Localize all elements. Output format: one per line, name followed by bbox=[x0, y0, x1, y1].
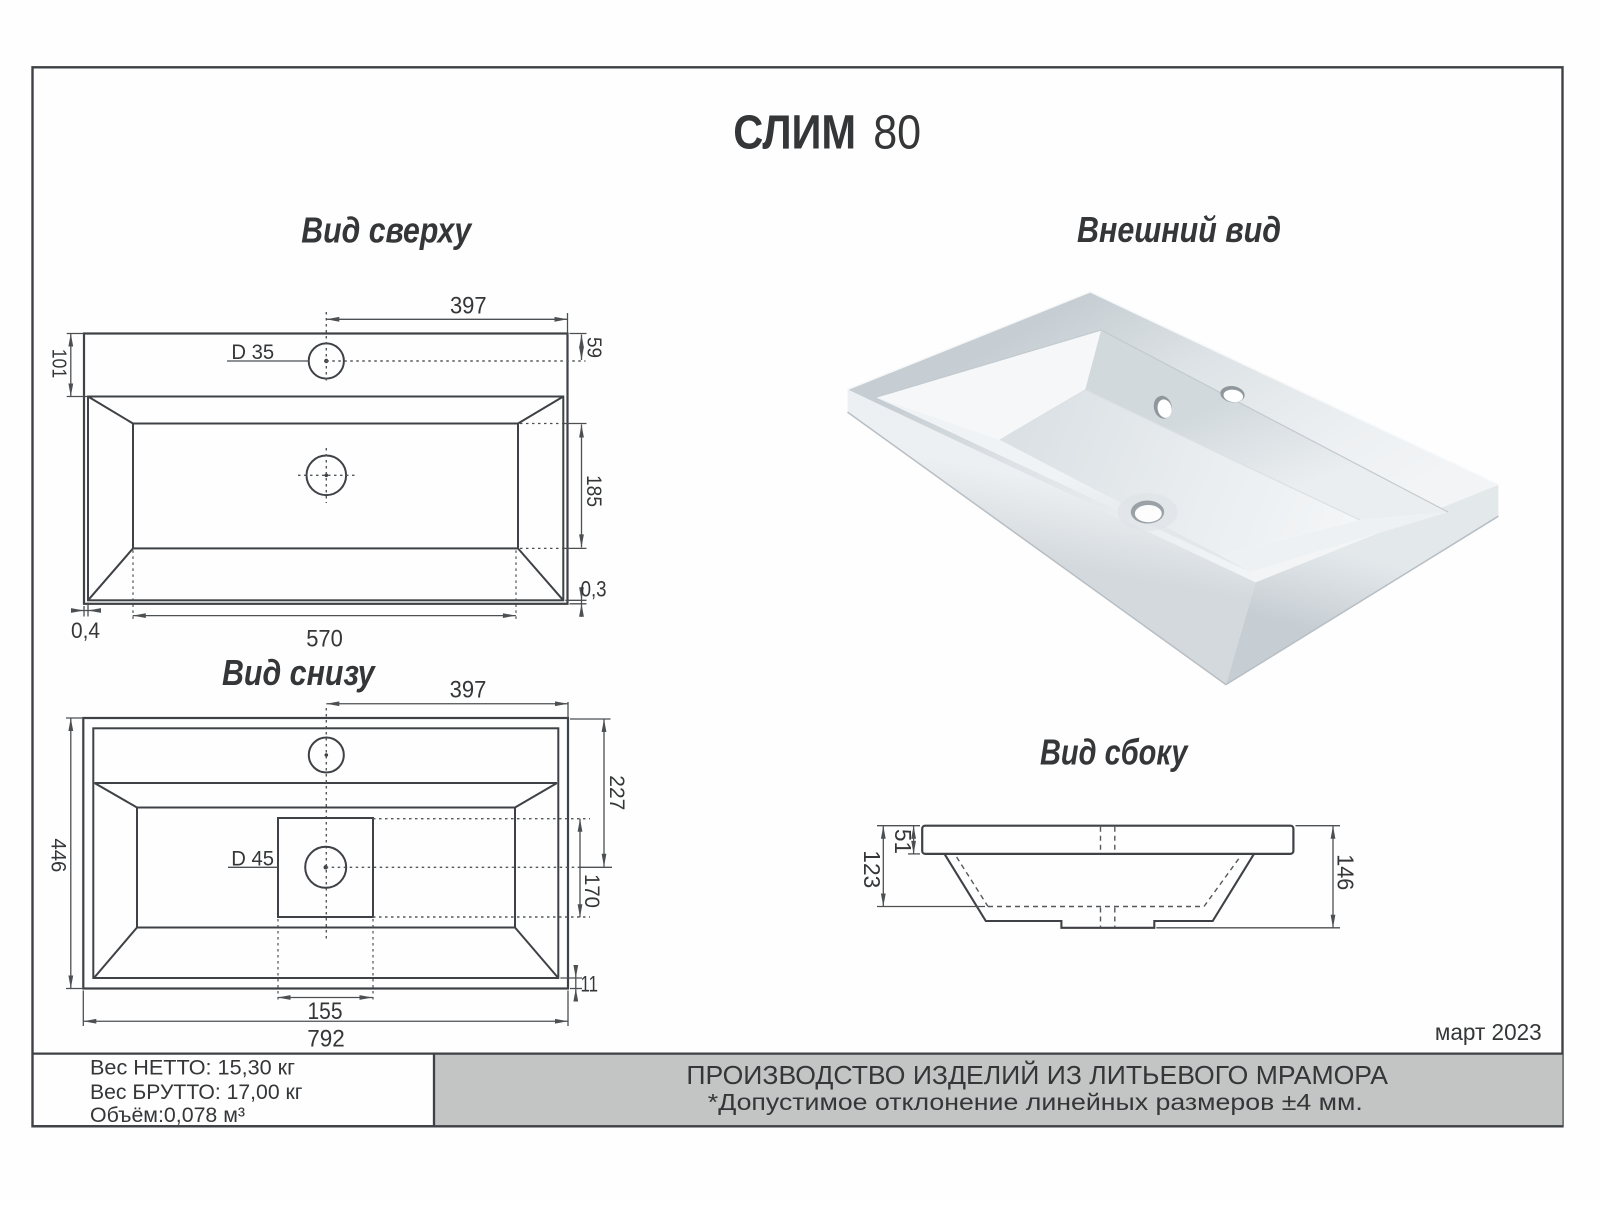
svg-text:Объём:0,078 м³: Объём:0,078 м³ bbox=[90, 1104, 245, 1127]
svg-text:397: 397 bbox=[450, 676, 487, 703]
svg-text:446: 446 bbox=[47, 838, 70, 872]
svg-text:80: 80 bbox=[873, 107, 921, 160]
svg-text:146: 146 bbox=[1332, 854, 1358, 890]
svg-text:227: 227 bbox=[605, 775, 629, 810]
svg-text:0,3: 0,3 bbox=[581, 577, 607, 602]
svg-text:Вид снизу: Вид снизу bbox=[222, 652, 376, 693]
svg-text:123: 123 bbox=[859, 850, 885, 888]
svg-text:792: 792 bbox=[307, 1026, 345, 1053]
svg-text:Вес БРУТТО: 17,00 кг: Вес БРУТТО: 17,00 кг bbox=[90, 1081, 303, 1104]
svg-text:101: 101 bbox=[48, 349, 71, 379]
svg-text:170: 170 bbox=[580, 874, 604, 908]
svg-text:397: 397 bbox=[450, 292, 487, 319]
svg-text:D 45: D 45 bbox=[231, 848, 274, 871]
svg-text:51: 51 bbox=[890, 829, 916, 854]
svg-text:59: 59 bbox=[583, 337, 606, 358]
svg-text:март 2023: март 2023 bbox=[1435, 1019, 1542, 1045]
svg-text:ПРОИЗВОДСТВО ИЗДЕЛИЙ ИЗ ЛИТЬЕВ: ПРОИЗВОДСТВО ИЗДЕЛИЙ ИЗ ЛИТЬЕВОГО МРАМОР… bbox=[686, 1060, 1388, 1090]
svg-text:11: 11 bbox=[581, 972, 599, 997]
svg-text:155: 155 bbox=[308, 998, 343, 1025]
svg-text:Вид сбоку: Вид сбоку bbox=[1040, 732, 1189, 773]
svg-text:570: 570 bbox=[306, 626, 343, 653]
svg-text:СЛИМ: СЛИМ bbox=[733, 107, 856, 160]
svg-text:*Допустимое отклонение линейны: *Допустимое отклонение линейных размеров… bbox=[708, 1089, 1363, 1115]
svg-text:185: 185 bbox=[582, 475, 605, 507]
svg-text:Вид сверху: Вид сверху bbox=[301, 210, 472, 251]
svg-text:0,4: 0,4 bbox=[71, 618, 100, 643]
svg-text:Внешний вид: Внешний вид bbox=[1077, 209, 1281, 250]
svg-text:Вес НЕТТО: 15,30 кг: Вес НЕТТО: 15,30 кг bbox=[90, 1057, 295, 1080]
svg-text:D 35: D 35 bbox=[231, 341, 274, 364]
